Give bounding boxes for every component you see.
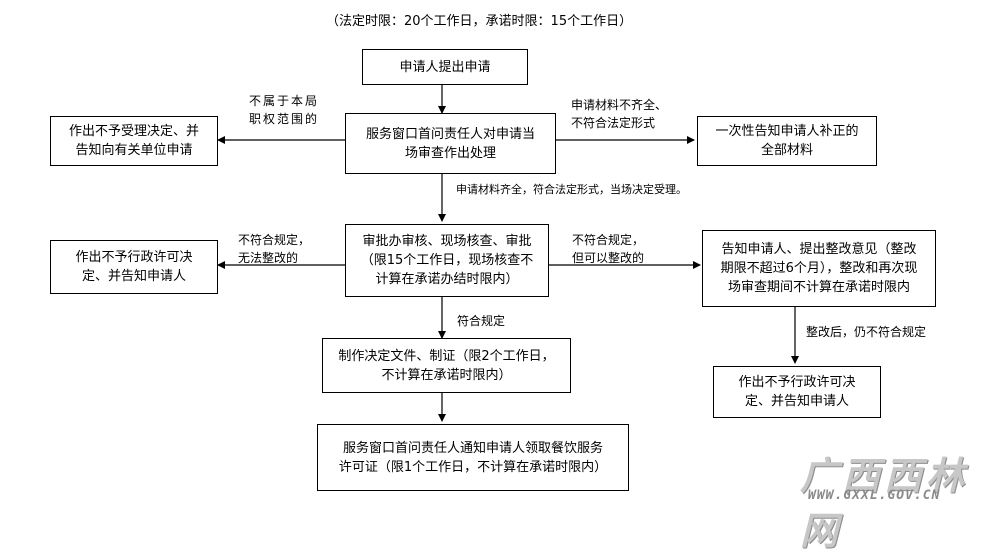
label-comply: 符合规定 <box>457 314 506 328</box>
box-notify-supplement: 一次性告知申请人补正的 全部材料 <box>697 116 877 166</box>
label-complete: 申请材料齐全，符合法定形式，当场决定受理。 <box>456 183 687 196</box>
box-make-decision: 制作决定文件、制证（限2个工作日， 不计算在承诺时限内） <box>322 338 571 393</box>
box-deny-right: 作出不予行政许可决 定、并告知申请人 <box>713 366 881 418</box>
box-notify-collect: 服务窗口首问责任人通知申请人领取餐饮服务 许可证（限1个工作日，不计算在承诺时限… <box>317 424 629 491</box>
label-incomplete: 申请材料不齐全、 不符合法定形式 <box>571 98 668 130</box>
box-review: 审批办审核、现场核查、审批 （限15个工作日，现场核查不 计算在承诺办结时限内） <box>345 224 549 297</box>
flow-arrows <box>217 85 799 422</box>
box-deny-left: 作出不予行政许可决 定、并告知申请人 <box>50 240 218 294</box>
time-limit-header: （法定时限：20个工作日，承诺时限：15个工作日） <box>326 14 633 29</box>
label-not-comply-left: 不符合规定， 无法整改的 <box>238 233 311 265</box>
box-window-check: 服务窗口首问责任人对申请当 场审查作出处理 <box>345 113 556 174</box>
watermark-url: WWW.GXXL.GOV.CN <box>808 488 941 503</box>
label-not-comply-right: 不符合规定， 但可以整改的 <box>572 233 645 265</box>
box-reject-scope: 作出不予受理决定、并 告知向有关单位申请 <box>50 116 218 166</box>
label-after-rectify: 整改后，仍不符合规定 <box>806 325 927 339</box>
box-rectify: 告知申请人、提出整改意见（整改 期限不超过6个月），整改和再次现 场审查期间不计… <box>702 230 936 307</box>
label-not-scope: 不属于本局 职权范围的 <box>249 94 320 126</box>
box-apply: 申请人提出申请 <box>362 49 528 85</box>
